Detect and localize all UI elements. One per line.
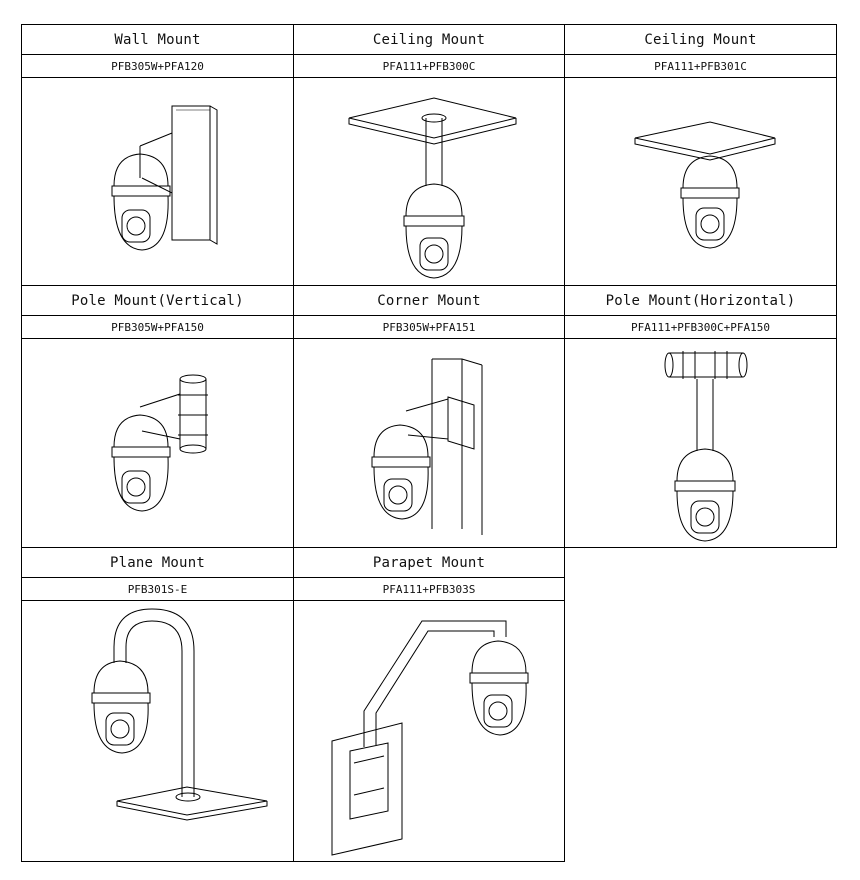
corner-mount-illustration (294, 339, 564, 547)
pole-mount-horizontal-illustration (565, 339, 836, 547)
camera-icon (469, 640, 529, 736)
mount-title: Ceiling Mount (294, 25, 564, 55)
mount-cell-parapet: Parapet Mount PFA111+PFB303S (294, 548, 564, 861)
mount-title: Pole Mount(Vertical) (22, 286, 293, 316)
plane-mount-illustration (22, 601, 293, 861)
mount-cell-corner: Corner Mount PFB305W+PFA151 (294, 286, 564, 547)
mount-model: PFA111+PFB303S (294, 578, 564, 601)
mount-cell-ceiling-pendant: Ceiling Mount PFA111+PFB300C (294, 25, 564, 285)
mount-model: PFA111+PFB300C (294, 55, 564, 78)
mount-model: PFB305W+PFA151 (294, 316, 564, 339)
mount-cell-pole-vertical: Pole Mount(Vertical) PFB305W+PFA150 (22, 286, 293, 547)
wall-mount-illustration (22, 78, 293, 285)
mount-title: Corner Mount (294, 286, 564, 316)
ceiling-mount-flush-illustration (565, 78, 836, 285)
mount-title: Pole Mount(Horizontal) (565, 286, 836, 316)
mount-cell-wall: Wall Mount PFB305W+PFA120 (22, 25, 293, 285)
mount-title: Ceiling Mount (565, 25, 836, 55)
mount-model: PFB305W+PFA150 (22, 316, 293, 339)
camera-icon (371, 424, 431, 520)
camera-icon (91, 660, 151, 754)
camera-icon (111, 153, 171, 251)
pole-mount-vertical-illustration (22, 339, 293, 547)
mount-model: PFB301S-E (22, 578, 293, 601)
camera-icon (403, 183, 465, 279)
camera-icon (680, 155, 740, 249)
mount-title: Wall Mount (22, 25, 293, 55)
mount-title: Parapet Mount (294, 548, 564, 578)
ceiling-mount-pendant-illustration (294, 78, 564, 285)
mount-cell-ceiling-flush: Ceiling Mount PFA111+PFB301C (565, 25, 836, 285)
mount-model: PFA111+PFB300C+PFA150 (565, 316, 836, 339)
parapet-mount-illustration (294, 601, 564, 861)
mount-title: Plane Mount (22, 548, 293, 578)
camera-icon (674, 448, 736, 542)
mount-model: PFB305W+PFA120 (22, 55, 293, 78)
camera-icon (111, 414, 171, 512)
mount-model: PFA111+PFB301C (565, 55, 836, 78)
mount-cell-plane: Plane Mount PFB301S-E (22, 548, 293, 861)
mount-cell-pole-horizontal: Pole Mount(Horizontal) PFA111+PFB300C+PF… (565, 286, 836, 547)
